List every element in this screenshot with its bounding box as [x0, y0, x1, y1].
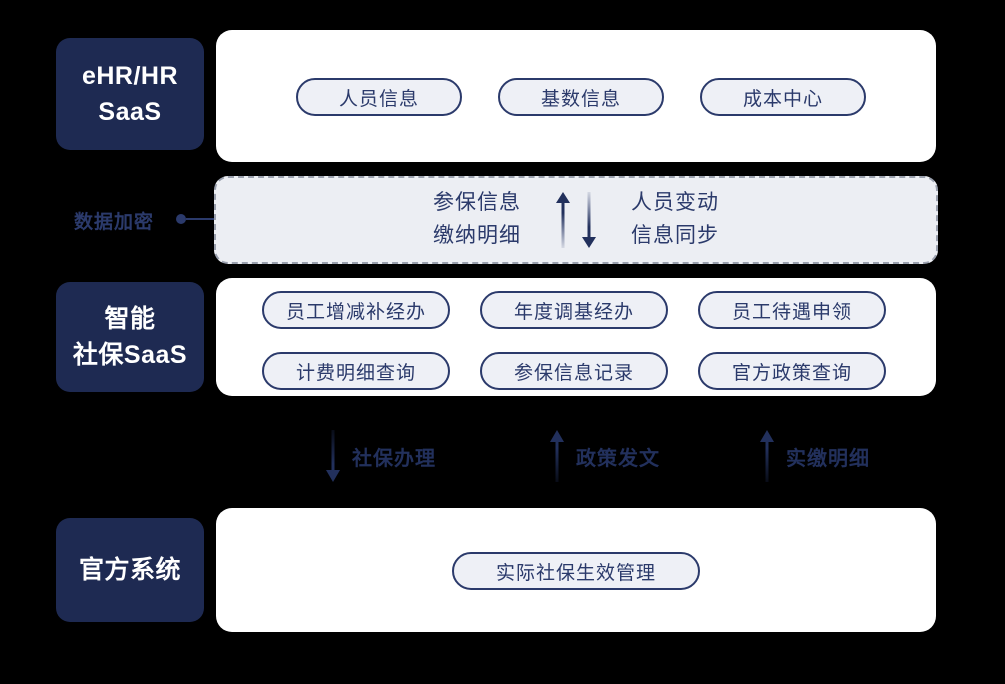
- connector-social-handling: 社保办理: [324, 430, 436, 482]
- pill-employee-add-remove[interactable]: 员工增减补经办: [262, 291, 450, 329]
- pill-billing-detail-query[interactable]: 计费明细查询: [262, 352, 450, 390]
- side-label-ehr: eHR/HR SaaS: [56, 38, 204, 150]
- side-label-official: 官方系统: [56, 518, 204, 622]
- pill-personnel-info[interactable]: 人员信息: [296, 78, 462, 116]
- pill-official-policy-query[interactable]: 官方政策查询: [698, 352, 886, 390]
- arrow-up-icon: [556, 192, 570, 248]
- band-left-line-1: 参保信息: [433, 191, 521, 215]
- pill-base-info[interactable]: 基数信息: [498, 78, 664, 116]
- pill-cost-center[interactable]: 成本中心: [700, 78, 866, 116]
- band-text-right: 人员变动 信息同步: [631, 187, 719, 252]
- encryption-band-content: 参保信息 缴纳明细: [216, 178, 936, 262]
- side-label-official-line-1: 官方系统: [78, 555, 181, 584]
- side-label-social-line-1: 智能: [104, 304, 156, 333]
- encryption-tag-connector: [186, 218, 216, 220]
- social-pill-row-top: 员工增减补经办 年度调基经办 员工待遇申领: [262, 291, 902, 329]
- connector-label-actual-payment-detail: 实缴明细: [786, 447, 870, 470]
- band-arrows: [555, 192, 597, 248]
- connector-label-policy-release: 政策发文: [576, 447, 660, 470]
- arrow-down-icon: [326, 430, 340, 482]
- side-label-social: 智能 社保SaaS: [56, 282, 204, 392]
- encryption-band: 参保信息 缴纳明细: [214, 176, 938, 264]
- social-pill-row-bottom: 计费明细查询 参保信息记录 官方政策查询: [262, 352, 902, 390]
- pill-insurance-info-record[interactable]: 参保信息记录: [480, 352, 668, 390]
- connector-label-social-handling: 社保办理: [352, 447, 436, 470]
- band-text-left: 参保信息 缴纳明细: [433, 187, 521, 252]
- encryption-tag-dot: [176, 214, 186, 224]
- side-label-social-line-2: 社保SaaS: [72, 341, 188, 369]
- encryption-tag-label: 数据加密: [74, 212, 155, 233]
- arrow-up-icon: [550, 430, 564, 482]
- band-left-line-2: 缴纳明细: [433, 224, 521, 247]
- band-right-line-2: 信息同步: [631, 224, 719, 247]
- side-label-ehr-line-1: eHR/HR: [81, 61, 179, 90]
- arrow-up-icon: [760, 430, 774, 482]
- pill-actual-social-insurance-mgmt[interactable]: 实际社保生效管理: [452, 552, 700, 590]
- ehr-pill-row: 人员信息 基数信息 成本中心: [296, 78, 876, 116]
- pill-employee-benefit-claim[interactable]: 员工待遇申领: [698, 291, 886, 329]
- official-pill-row: 实际社保生效管理: [452, 552, 700, 590]
- connector-actual-payment-detail: 实缴明细: [758, 430, 870, 482]
- arrow-down-icon: [582, 192, 596, 248]
- pill-annual-base-adjust[interactable]: 年度调基经办: [480, 291, 668, 329]
- band-right-line-1: 人员变动: [631, 191, 719, 215]
- side-label-ehr-line-2: SaaS: [98, 98, 162, 126]
- connector-policy-release: 政策发文: [548, 430, 660, 482]
